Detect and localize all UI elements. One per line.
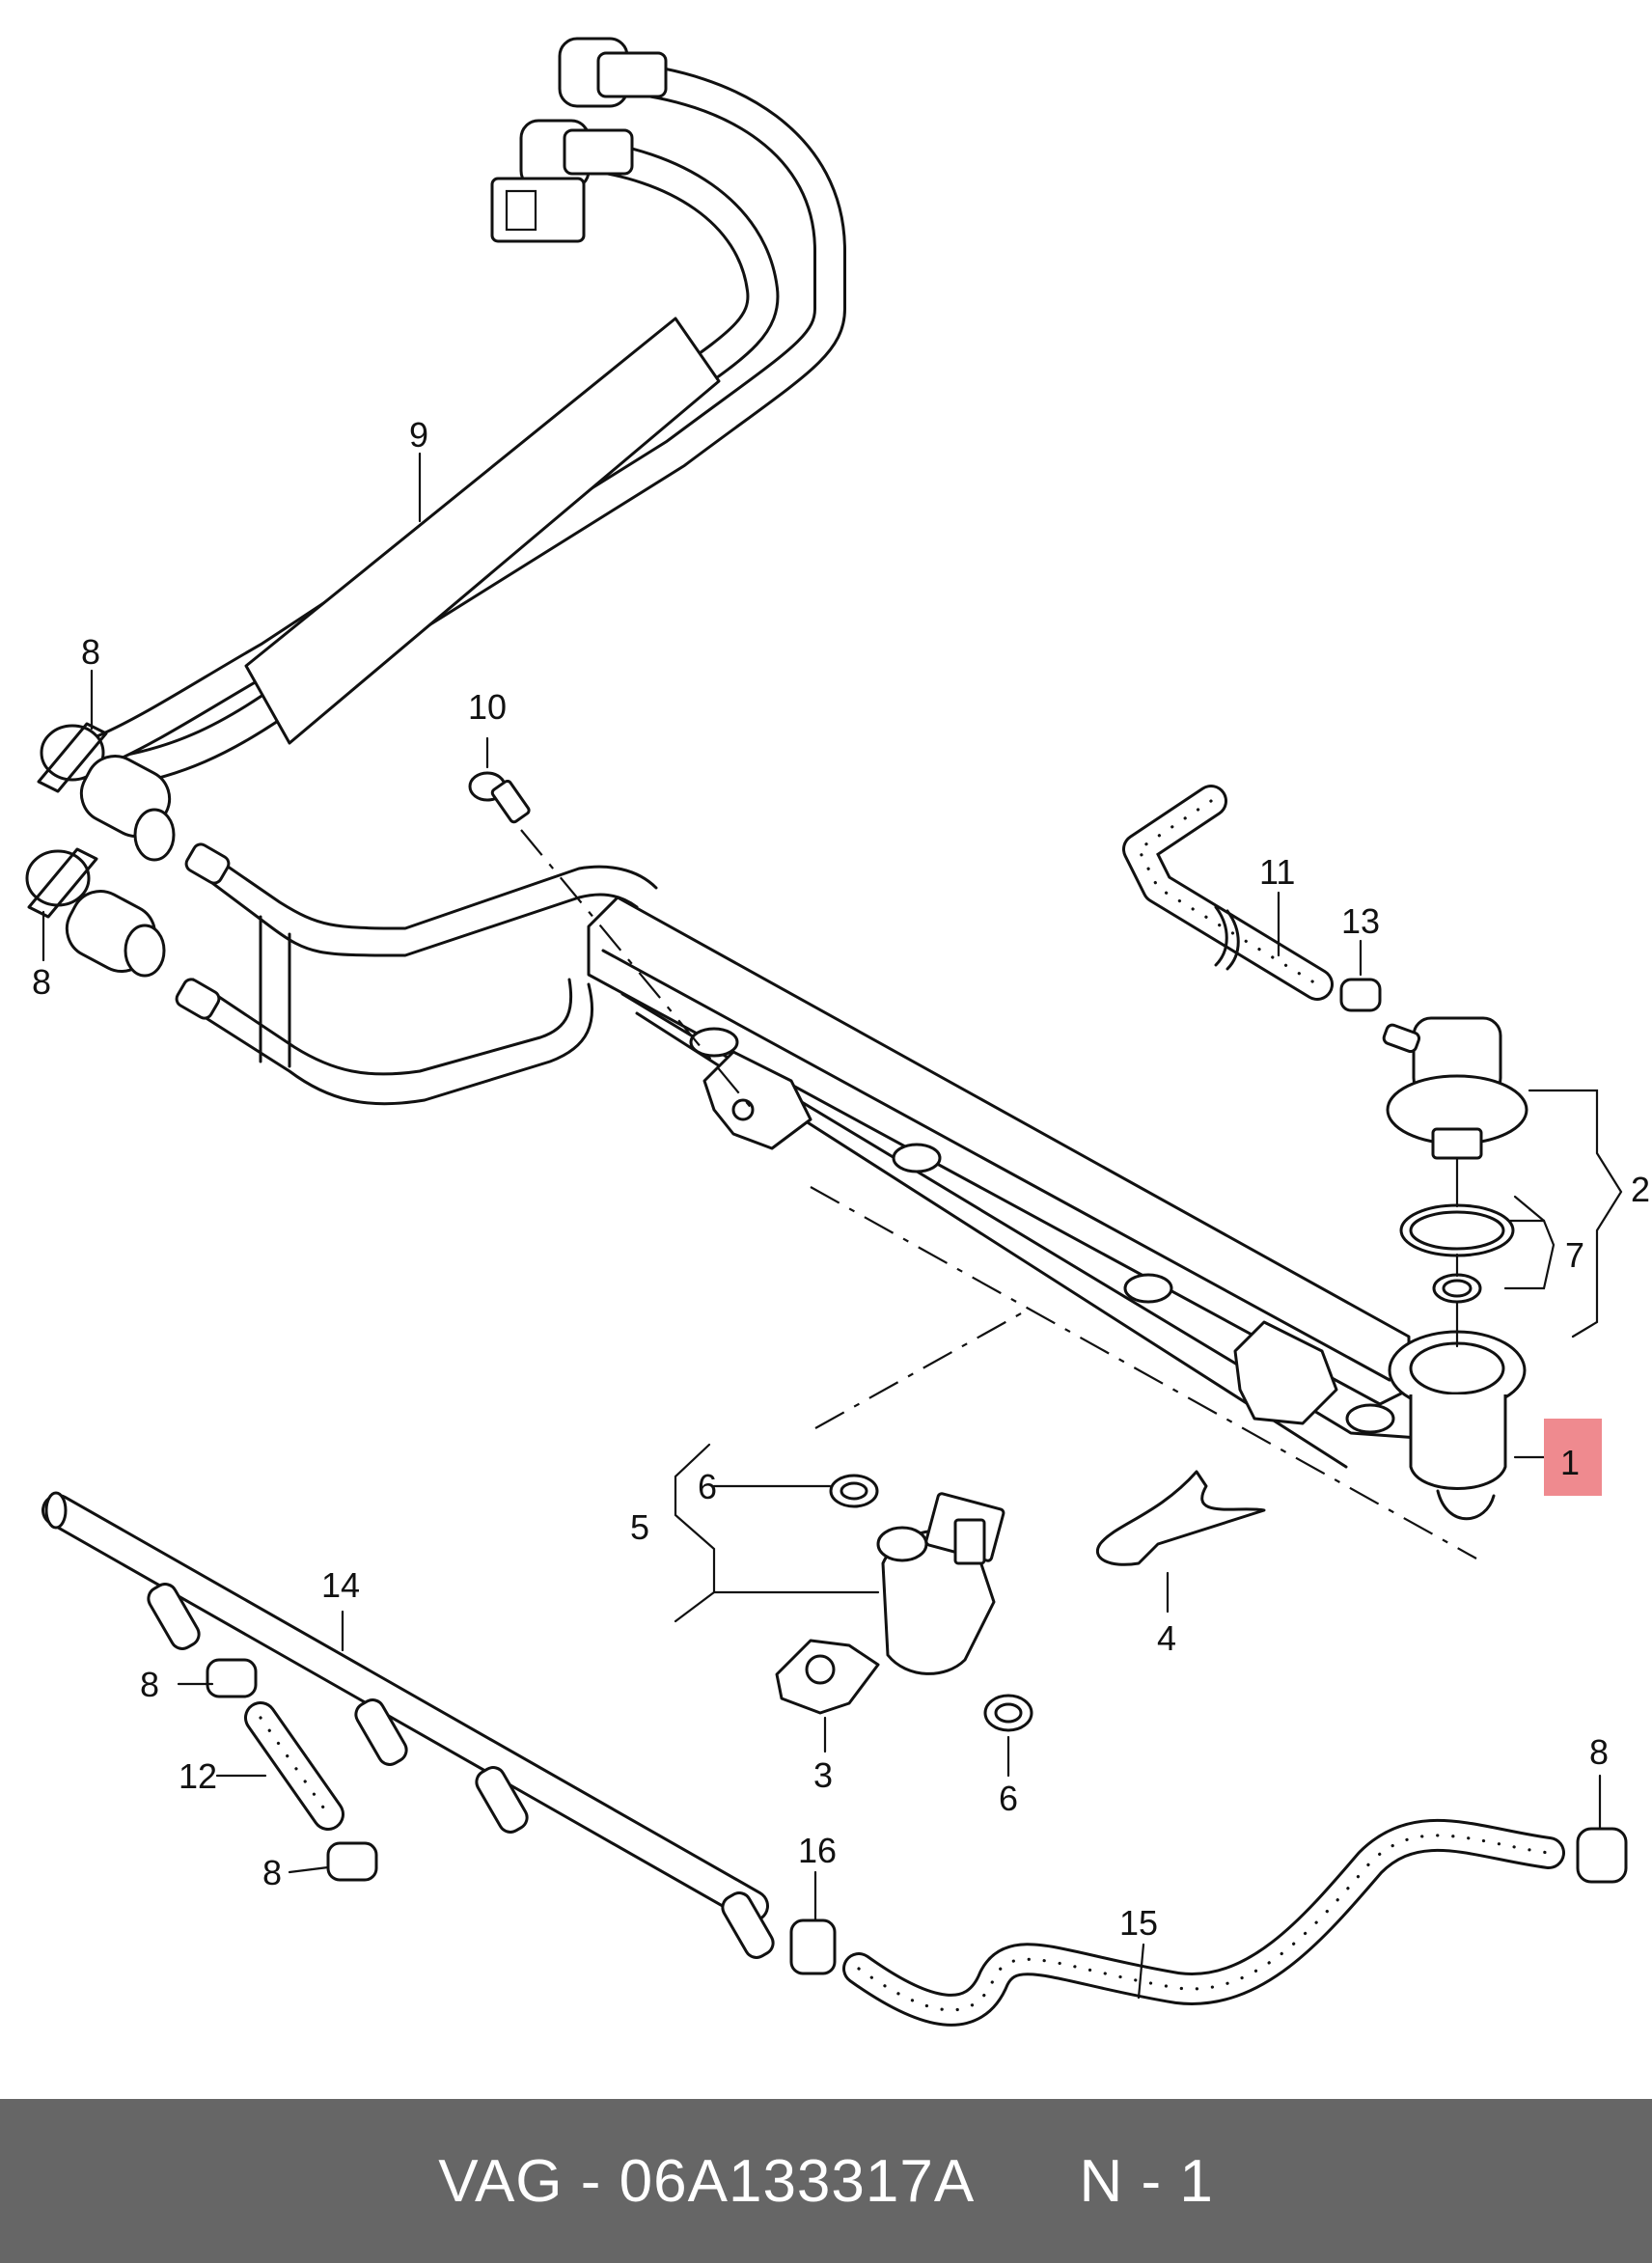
hose-clamp-13 <box>1339 978 1382 1012</box>
separator: - <box>580 2147 602 2215</box>
callout-8-top: 8 <box>81 632 100 672</box>
callout-16: 16 <box>798 1831 837 1870</box>
lower-fuel-rail <box>41 1491 1628 2027</box>
callout-15: 15 <box>1119 1903 1158 1943</box>
injector-seal-lower <box>983 1694 1033 1732</box>
hose-clamp-12-lower <box>326 1841 378 1882</box>
callout-10: 10 <box>468 687 507 727</box>
callout-8-left: 8 <box>32 962 51 1002</box>
fuel-rail <box>587 896 1527 1521</box>
callout-8-lower-a: 8 <box>140 1665 159 1704</box>
callout-labels: 1 2 3 4 5 6 6 7 8 8 8 8 8 9 10 11 12 13 … <box>32 415 1650 1943</box>
hose-clamp-12-upper <box>206 1658 258 1698</box>
callout-12: 12 <box>179 1756 217 1796</box>
hose-clamp-16 <box>789 1918 837 1975</box>
callout-5: 5 <box>630 1507 649 1547</box>
vacuum-hose <box>1122 785 1382 1012</box>
highlight-box <box>1544 1419 1602 1496</box>
return-hose-assembly <box>80 37 846 788</box>
mounting-bolt <box>468 771 754 1111</box>
fuel-rail-exploded-diagram: 1 2 3 4 5 6 6 7 8 8 8 8 8 9 10 11 12 13 … <box>25 37 1650 2027</box>
page-reference: N - 1 <box>1079 2147 1214 2215</box>
o-ring-small <box>1432 1273 1482 1304</box>
rail-mount-bracket-right <box>1233 1320 1338 1425</box>
injector-seal-upper <box>829 1474 879 1508</box>
callout-7: 7 <box>1565 1235 1584 1275</box>
callout-9: 9 <box>409 415 428 455</box>
callout-13: 13 <box>1341 901 1380 941</box>
callout-4: 4 <box>1157 1618 1176 1658</box>
callout-2: 2 <box>1631 1170 1650 1209</box>
part-number: 06A133317A <box>619 2147 976 2215</box>
callout-6-lower: 6 <box>999 1779 1018 1818</box>
callout-6-upper: 6 <box>698 1467 717 1506</box>
pressure-regulator <box>1382 1016 1528 1348</box>
callout-3: 3 <box>813 1755 833 1795</box>
footer-text: VAG - 06A133317A N - 1 <box>438 2147 1214 2216</box>
brand-label: VAG <box>438 2147 564 2215</box>
callout-1: 1 <box>1560 1443 1580 1482</box>
part-number-footer: VAG - 06A133317A N - 1 <box>0 2099 1652 2263</box>
leader-lines <box>41 452 1623 2000</box>
callout-8-lower-b: 8 <box>262 1853 282 1892</box>
callout-14: 14 <box>321 1565 360 1605</box>
rail-mount-bracket-left <box>702 1050 812 1150</box>
fuel-injector <box>775 1186 1477 1732</box>
fuel-supply-lines <box>175 842 658 1106</box>
left-hose-connectors <box>25 722 176 978</box>
callout-11: 11 <box>1259 852 1295 892</box>
retaining-spring <box>1096 1470 1266 1566</box>
callout-8-right: 8 <box>1589 1732 1609 1772</box>
hose-clamp-15 <box>1576 1827 1628 1884</box>
